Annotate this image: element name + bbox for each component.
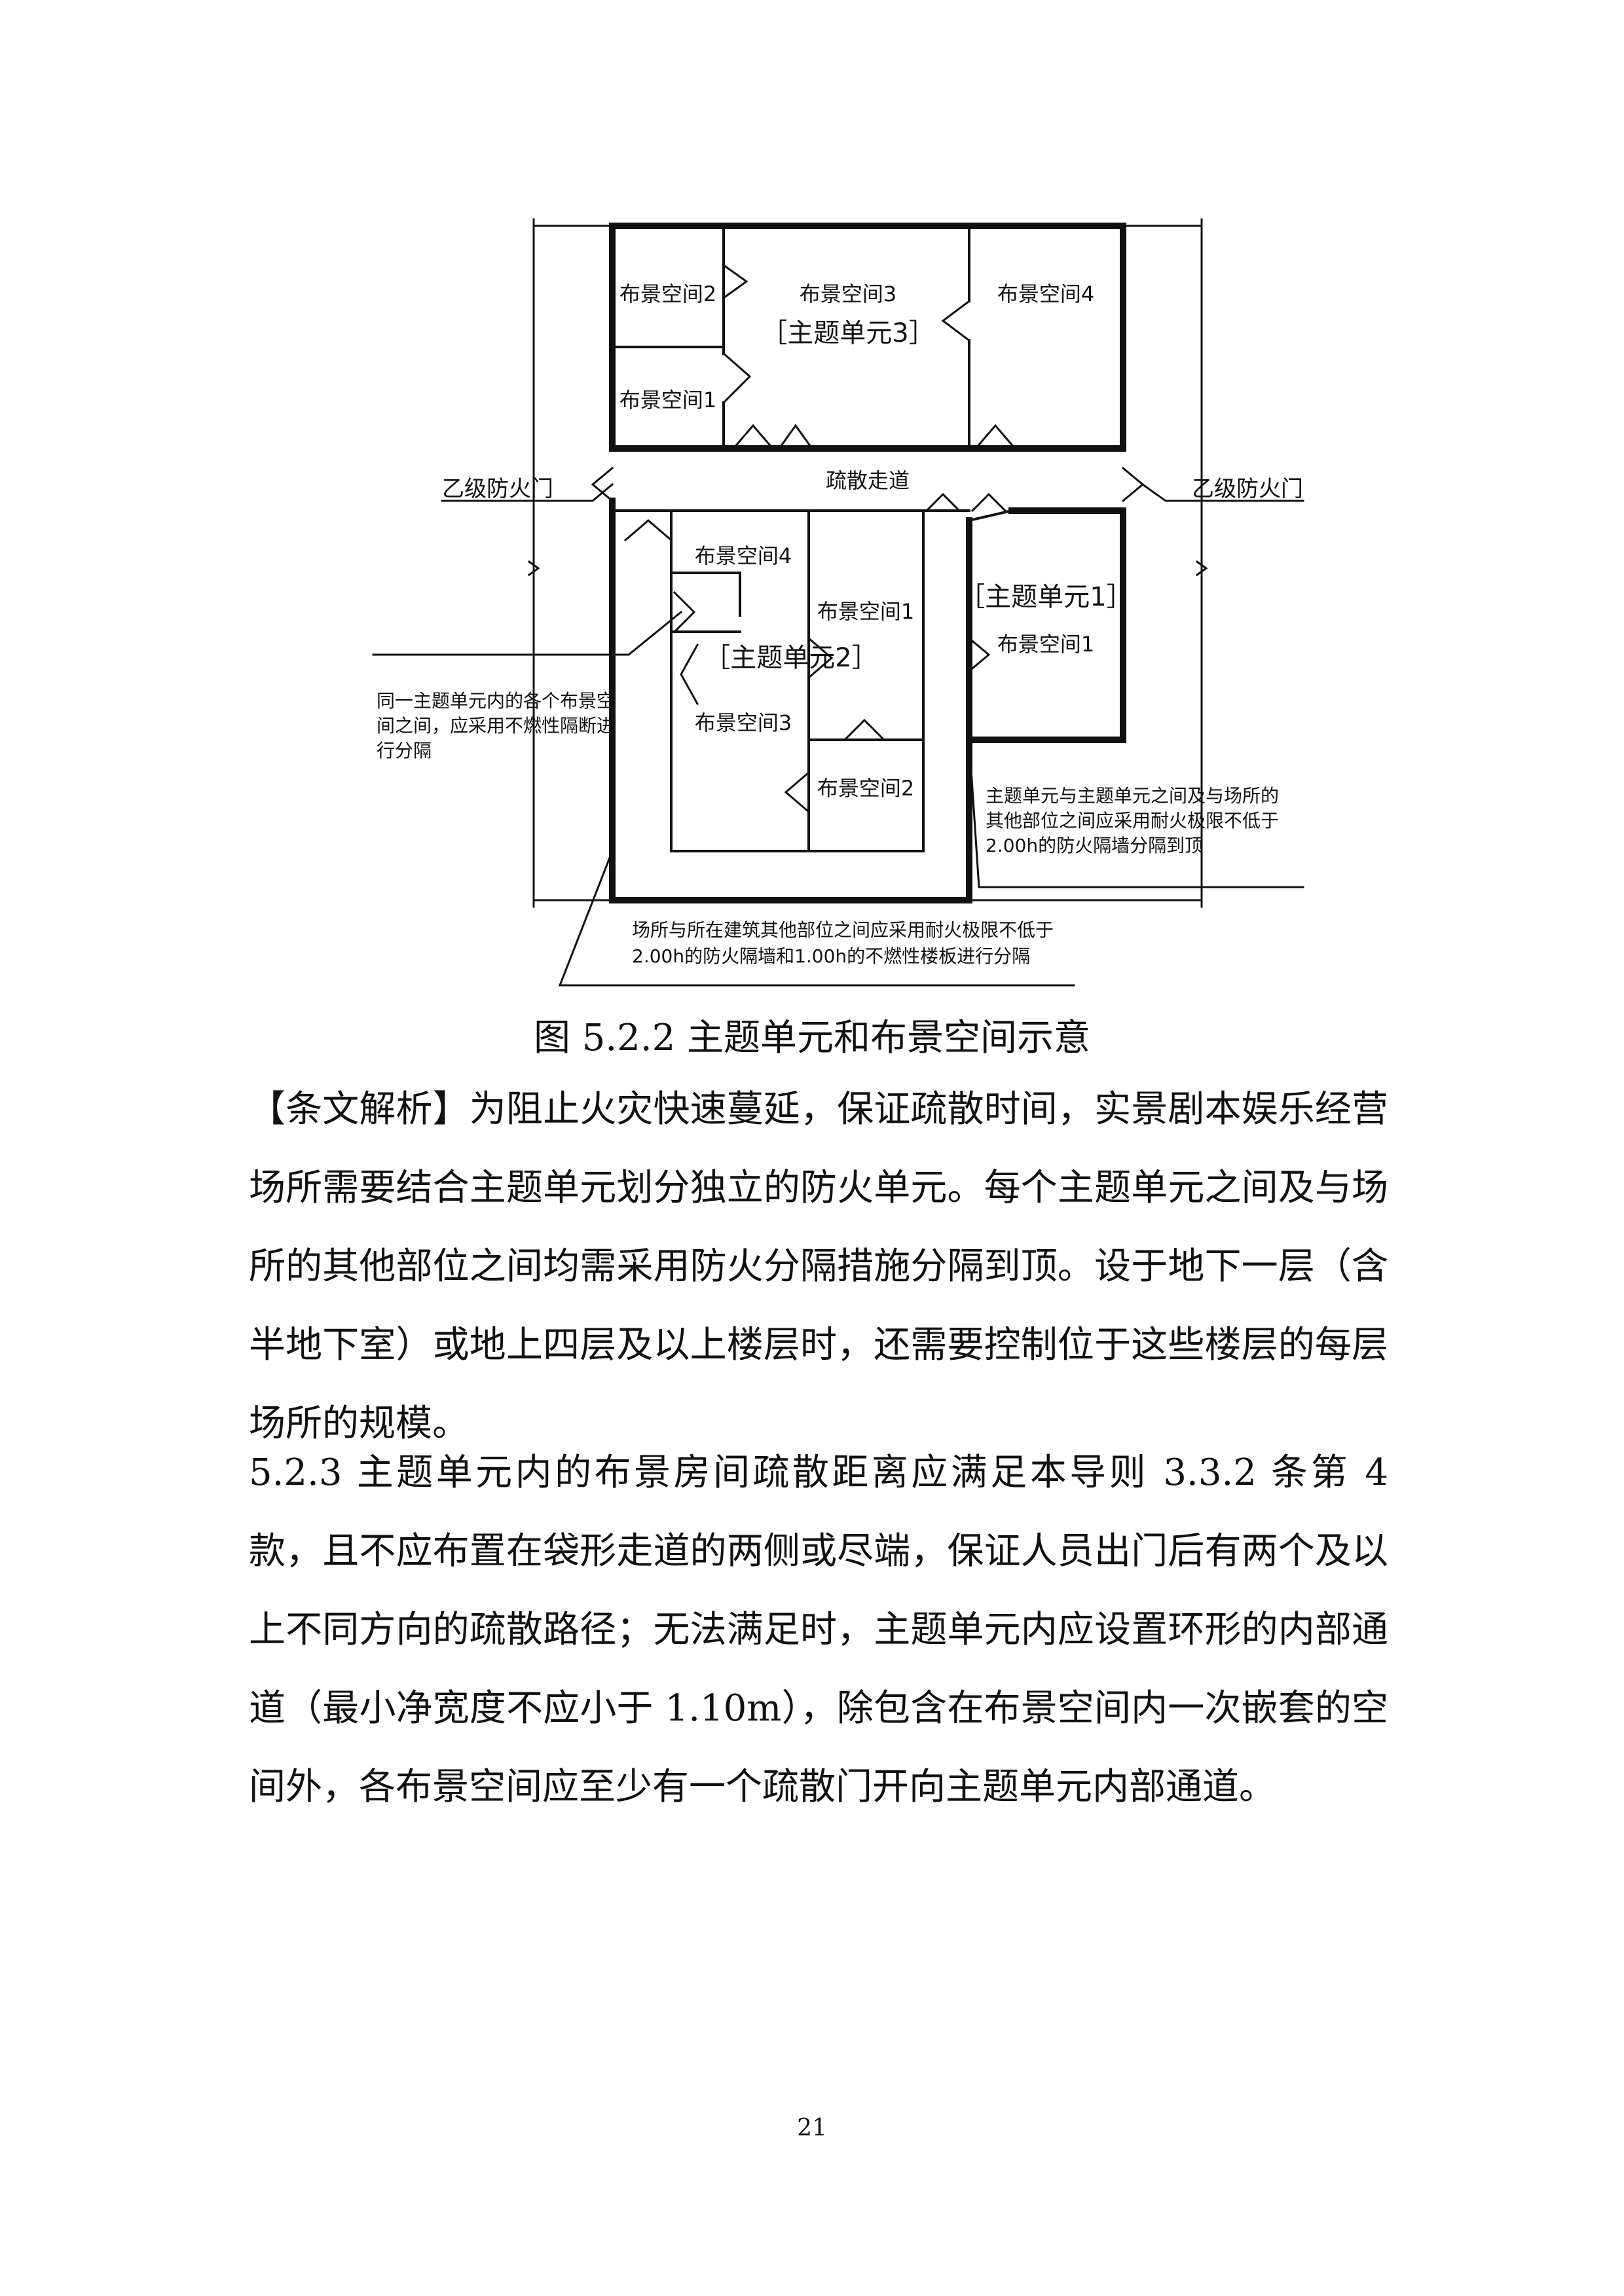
u3-door-room4 <box>941 299 971 342</box>
u2-door-room3 <box>680 643 699 706</box>
note-bottom: 2.00h的防火隔墙和1.00h的不燃性楼板进行分隔 <box>632 945 1030 967</box>
leader-door-right <box>1141 483 1304 502</box>
clause-paragraph: 5.2.3 主题单元内的布景房间疏散距离应满足本导则 3.3.2 条第 4 款，… <box>249 1434 1388 1827</box>
u2-door-room2b <box>843 718 886 742</box>
room-label: 布景空间1 <box>619 388 716 412</box>
fire-door-left <box>591 466 614 503</box>
note-right: 2.00h的防火隔墙分隔到顶 <box>986 835 1203 856</box>
u1-spacer <box>1012 511 1123 740</box>
u1-corridor-door-a <box>925 492 961 513</box>
fire-door-label-left: 乙级防火门 <box>442 476 553 502</box>
u3-door-room1 <box>722 352 752 405</box>
unit-label: ［主题单元2］ <box>704 643 877 673</box>
unit3-wall <box>609 223 1126 452</box>
u2-door-room2 <box>784 771 811 814</box>
room-label: 布景空间1 <box>817 599 914 624</box>
leader-note-right <box>968 738 1304 888</box>
analysis-text: 【条文解析】为阻止火灾快速蔓延，保证疏散时间，实景剧本娱乐经营场所需要结合主题单… <box>249 1088 1388 1445</box>
unit1-wall-join <box>967 509 1014 522</box>
break-mark-left <box>527 560 540 577</box>
u3-door-corridor-1 <box>731 424 775 450</box>
u1-corridor-door-b <box>970 492 1007 513</box>
unit2-entry-door <box>623 519 673 542</box>
floor-plan-diagram: 布景空间2 布景空间3 ［主题单元3］ 布景空间4 布景空间1 疏散走道 布景空… <box>372 218 1304 987</box>
leader-note-bottom <box>558 850 1075 987</box>
lower-outer-wall <box>609 498 972 903</box>
analysis-paragraph: 【条文解析】为阻止火灾快速蔓延，保证疏散时间，实景剧本娱乐经营场所需要结合主题单… <box>249 1070 1388 1463</box>
note-left: 行分隔 <box>377 740 432 761</box>
clause-text: 5.2.3 主题单元内的布景房间疏散距离应满足本导则 3.3.2 条第 4 款，… <box>249 1451 1388 1808</box>
room-label: 布景空间3 <box>695 710 792 735</box>
figure-caption: 图 5.2.2 主题单元和布景空间示意 <box>533 1017 1091 1059</box>
note-left: 间之间，应采用不燃性隔断进 <box>377 715 615 737</box>
room-label: 布景空间4 <box>695 543 792 568</box>
u3-door-corridor-2 <box>777 424 814 450</box>
note-left: 同一主题单元内的各个布景空 <box>377 690 615 712</box>
unit2-inner-box <box>670 509 925 852</box>
room-label: 布景空间2 <box>619 282 716 306</box>
room-label: 布景空间2 <box>817 776 914 801</box>
room-label: 布景空间3 <box>800 282 896 306</box>
u2-door-room1 <box>807 636 834 680</box>
unit-label: ［主题单元1］ <box>959 582 1132 612</box>
u3-door-corridor-3 <box>974 424 1017 450</box>
u1-door-room1 <box>967 636 991 673</box>
room-label: 布景空间1 <box>997 632 1094 657</box>
unit-label: ［主题单元3］ <box>761 318 934 348</box>
note-right: 其他部位之间应采用耐火极限不低于 <box>986 810 1279 831</box>
note-right: 主题单元与主题单元之间及与场所的 <box>986 785 1279 807</box>
page-number: 21 <box>797 2115 827 2141</box>
corridor-label: 疏散走道 <box>826 468 910 493</box>
fire-door-right <box>1121 466 1145 503</box>
fire-door-label-right: 乙级防火门 <box>1192 476 1303 502</box>
leader-door-left <box>441 483 614 502</box>
u2-door-room4 <box>673 591 696 634</box>
u3-door-room2 <box>722 263 748 300</box>
break-mark-right <box>1195 560 1208 577</box>
leader-note-left <box>372 610 683 656</box>
note-bottom: 场所与所在建筑其他部位之间应采用耐火极限不低于 <box>632 919 1054 941</box>
room-label: 布景空间4 <box>997 282 1094 306</box>
unit1-wall <box>966 507 1126 743</box>
